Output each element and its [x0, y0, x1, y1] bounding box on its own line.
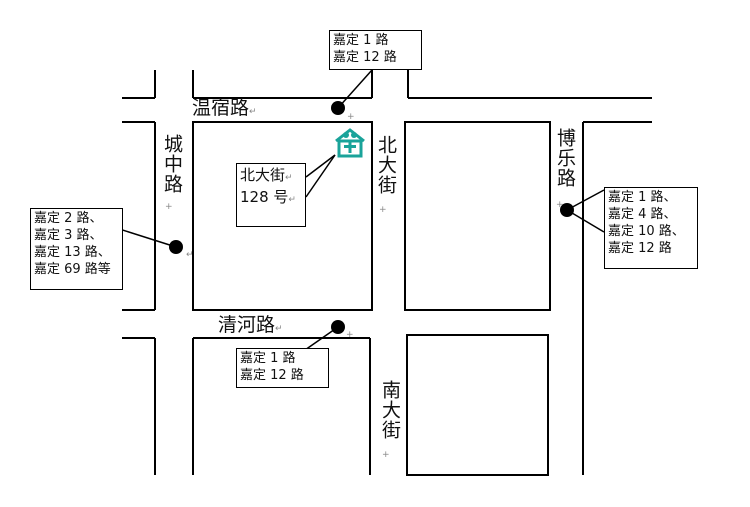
road-label-qinghe: 清河路↵	[218, 314, 283, 336]
road-label-wensu: 温宿路↵	[192, 97, 257, 119]
plus-mark: +	[347, 112, 355, 122]
road-label-nandajie: 南大街	[379, 380, 401, 440]
bus-line-item: 嘉定 1 路、	[608, 190, 677, 205]
top-stop-pointer	[337, 69, 373, 109]
bus-line-item: 嘉定 1 路	[333, 33, 389, 48]
right-stop-pointer-1	[566, 189, 605, 211]
plus-mark: +	[382, 450, 390, 460]
road-label-bole: 博乐路	[554, 128, 576, 188]
plus-mark: +	[556, 200, 564, 210]
bus-line-item: 嘉定 69 路等	[34, 262, 111, 277]
bus-line-item: 嘉定 13 路、	[34, 245, 111, 260]
plus-mark: +	[165, 202, 173, 212]
plus-mark: +	[346, 330, 354, 340]
bus-line-item: 嘉定 3 路、	[34, 228, 103, 243]
bus-stop-right-callout: 嘉定 1 路、 嘉定 4 路、 嘉定 10 路、 嘉定 12 路	[604, 187, 698, 269]
plus-mark: +	[379, 205, 387, 215]
bus-line-item: 嘉定 12 路	[240, 368, 304, 383]
bus-line-item: 嘉定 1 路	[240, 351, 296, 366]
return-mark: ↵	[186, 250, 194, 260]
bus-line-item: 嘉定 2 路、	[34, 211, 103, 226]
bus-stop-bottom-icon	[331, 320, 345, 334]
road-label-chengzhong: 城中路	[161, 134, 183, 194]
landmark-pointer-2	[305, 154, 336, 198]
bus-stop-top-callout: 嘉定 1 路 嘉定 12 路	[329, 30, 422, 70]
road-label-beidajie: 北大街	[375, 135, 397, 195]
landmark-label: 北大街↵ 128 号↵	[236, 163, 306, 227]
bus-line-item: 嘉定 10 路、	[608, 224, 685, 239]
right-stop-pointer-2	[566, 209, 605, 233]
bus-stop-right-icon	[560, 203, 574, 217]
bus-line-item: 嘉定 12 路	[608, 241, 672, 256]
bus-stop-left-callout: 嘉定 2 路、 嘉定 3 路、 嘉定 13 路、 嘉定 69 路等	[30, 208, 123, 290]
hotel-icon	[335, 128, 365, 158]
bus-stop-bottom-callout: 嘉定 1 路 嘉定 12 路	[236, 348, 329, 388]
landmark-pointer-1	[305, 154, 336, 178]
bus-stop-top-icon	[331, 101, 345, 115]
bus-stop-left-icon	[169, 240, 183, 254]
bus-line-item: 嘉定 12 路	[333, 50, 397, 65]
bus-line-item: 嘉定 4 路、	[608, 207, 677, 222]
